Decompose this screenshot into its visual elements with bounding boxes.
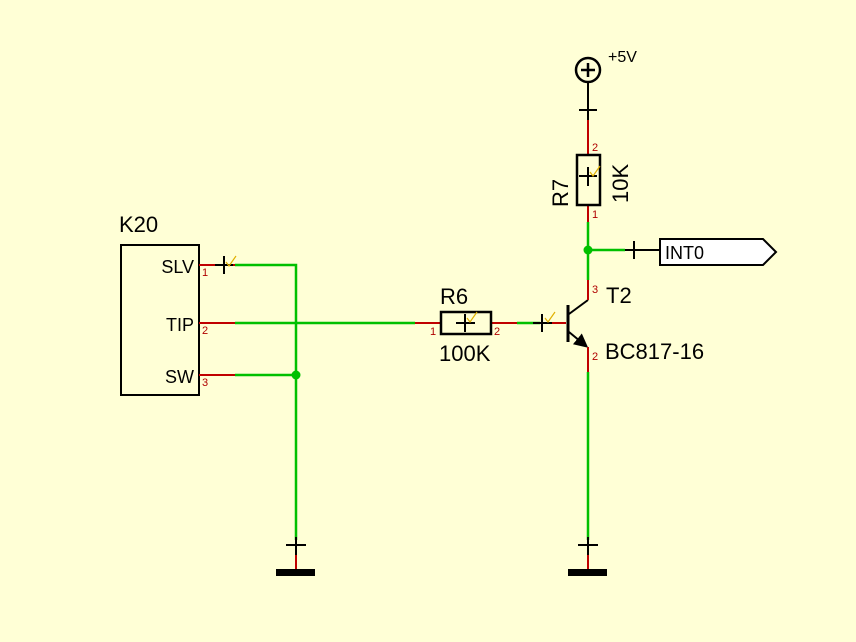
connector-pin-name-slv: SLV <box>161 257 194 277</box>
connector-ref-label: K20 <box>119 212 158 237</box>
connector-pin-number-1: 1 <box>202 267 208 279</box>
r7-ref-label: R7 <box>548 179 573 207</box>
t2-part-label: BC817-16 <box>605 339 704 364</box>
junction-dot-right <box>583 245 593 255</box>
r6-body <box>439 310 493 336</box>
netlabel-shape <box>659 238 778 266</box>
t2-emitter-lead <box>568 331 589 348</box>
connector-body <box>120 244 200 396</box>
r6-ref-label: R6 <box>440 284 468 309</box>
r7-pin-number-2: 2 <box>592 142 598 154</box>
connector-k20[interactable]: K20 SLV TIP SW 1 2 3 <box>119 212 237 396</box>
r6-pin-number-2: 2 <box>494 326 500 338</box>
r6-value-label: 100K <box>439 341 491 366</box>
connector-pin-number-3: 3 <box>202 377 208 389</box>
wires-left <box>235 263 415 540</box>
r7-value-label: 10K <box>608 164 633 203</box>
r7-pin-number-1: 1 <box>592 209 598 221</box>
netlabel-text: INT0 <box>665 243 704 263</box>
r6-pin-number-1: 1 <box>430 326 436 338</box>
t2-ref-label: T2 <box>606 283 632 308</box>
connector-pin-name-sw: SW <box>165 367 194 387</box>
junction-dot-left <box>291 370 301 380</box>
pin-check-marker-k20 <box>215 255 237 274</box>
wire-slv-to-ground <box>235 263 298 540</box>
ground-symbol-left <box>276 537 315 576</box>
t2-collector-lead <box>568 299 589 315</box>
power-label: +5V <box>608 49 637 66</box>
wires-right <box>586 222 625 540</box>
connector-pin-name-tip: TIP <box>166 315 194 335</box>
resistor-r7[interactable]: 2 1 R7 10K <box>548 120 633 222</box>
power-symbol-5v: +5V <box>574 49 637 120</box>
connector-pin-number-2: 2 <box>202 325 208 337</box>
t2-pin-number-collector: 3 <box>592 284 598 296</box>
netlabel-int0[interactable]: INT0 <box>625 238 778 266</box>
transistor-t2[interactable]: 3 2 T2 BC817-16 <box>533 280 704 372</box>
t2-pin-number-emitter: 2 <box>592 351 598 363</box>
r7-body <box>575 153 602 207</box>
resistor-r6[interactable]: R6 100K 1 2 <box>415 284 517 366</box>
ground-symbol-right <box>568 537 607 576</box>
